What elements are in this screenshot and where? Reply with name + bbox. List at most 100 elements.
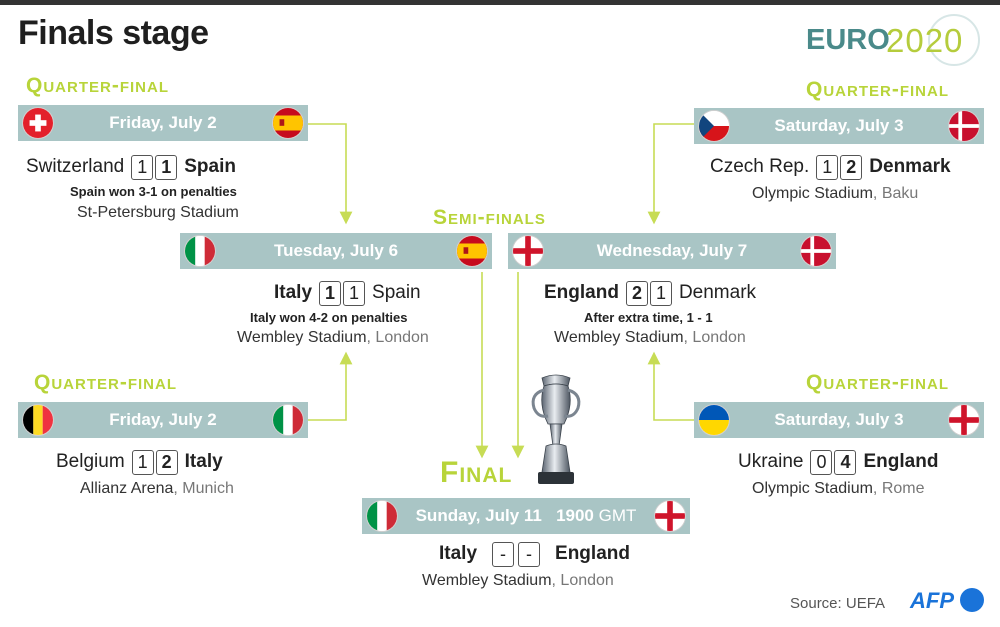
final-timezone: GMT [598, 506, 637, 525]
date-bar-qf2: Saturday, July 3 [694, 108, 984, 144]
italy-flag-icon [184, 235, 216, 267]
match-venue: Wembley Stadium, London [422, 572, 614, 590]
venue-city-sep: , [872, 480, 882, 497]
team-away: Denmark [869, 156, 951, 177]
ukraine-flag-icon [698, 404, 730, 436]
score-home: 1 [131, 449, 154, 475]
team-away: England [863, 451, 939, 472]
team-away: Spain [184, 156, 236, 177]
page-title: Finals stage [18, 14, 209, 52]
team-away: Italy [184, 451, 223, 472]
venue-stadium: St-Petersburg Stadium [77, 204, 239, 221]
venue-stadium: Olympic Stadium [752, 185, 873, 202]
czech-flag-icon [698, 110, 730, 142]
score-away: 4 [834, 449, 857, 475]
venue-city: London [375, 329, 429, 346]
venue-city-sep: , [872, 185, 882, 202]
stage-label-quarter-final: Quarter-final [806, 78, 949, 101]
venue-stadium: Allianz Arena [80, 480, 174, 497]
score-home: 0 [810, 449, 833, 475]
team-home: Switzerland [26, 156, 125, 177]
match-date: Wednesday, July 7 [596, 241, 748, 260]
match-date: Saturday, July 3 [774, 116, 904, 135]
team-away: Denmark [678, 282, 757, 303]
score-away: 1 [155, 154, 178, 180]
score-home: 2 [625, 280, 648, 306]
spain-flag-icon [456, 235, 488, 267]
venue-city: Rome [881, 480, 925, 497]
date-bar-qf4: Saturday, July 3 [694, 402, 984, 438]
italy-flag-icon [366, 500, 398, 532]
venue-stadium: Wembley Stadium [237, 329, 367, 346]
venue-stadium: Wembley Stadium [554, 329, 684, 346]
team-away: Spain [372, 282, 421, 303]
team-home: Italy [274, 282, 313, 303]
belgium-flag-icon [22, 404, 54, 436]
date-bar-final: Sunday, July 11 1900 GMT [362, 498, 690, 534]
score-home: 1 [131, 154, 154, 180]
team-away: England [555, 543, 630, 564]
match-venue: Wembley Stadium, London [237, 329, 429, 347]
score-away: 2 [155, 449, 178, 475]
score-away: 2 [840, 154, 863, 180]
venue-city: Baku [881, 185, 919, 202]
venue-city-sep: , [173, 480, 183, 497]
match-venue: Allianz Arena, Munich [80, 480, 234, 498]
stage-label-quarter-final: Quarter-final [806, 371, 949, 394]
trophy-icon [531, 374, 581, 484]
top-rule [0, 0, 1000, 5]
date-bar-sf1: Tuesday, July 6 [180, 233, 492, 269]
italy-flag-icon [272, 404, 304, 436]
team-home: Belgium [56, 451, 125, 472]
score-away: - [518, 541, 541, 567]
result-final: Italy--England [439, 540, 630, 568]
venue-city-sep: , [366, 329, 376, 346]
score-home: - [492, 541, 515, 567]
afp-logo: AFP [910, 588, 954, 613]
match-venue: Olympic Stadium, Baku [752, 185, 918, 203]
venue-city: Munich [182, 480, 234, 497]
score-home: 1 [319, 280, 342, 306]
england-flag-icon [512, 235, 544, 267]
match-note: After extra time, 1 - 1 [584, 310, 713, 325]
final-date: Sunday, July 11 [415, 506, 542, 525]
venue-city-sep: , [683, 329, 693, 346]
venue-city: London [692, 329, 746, 346]
denmark-flag-icon [948, 110, 980, 142]
date-bar-qf3: Friday, July 2 [18, 402, 308, 438]
final-time: 1900 [556, 506, 594, 525]
stage-label-quarter-final: Quarter-final [26, 74, 169, 97]
score-away: 1 [649, 280, 672, 306]
venue-city: London [560, 572, 614, 589]
match-date: Friday, July 2 [109, 410, 217, 429]
team-home: Czech Rep. [710, 156, 810, 177]
team-home: England [544, 282, 619, 303]
spain-flag-icon [272, 107, 304, 139]
match-date: Sunday, July 11 1900 GMT [362, 498, 690, 534]
england-flag-icon [948, 404, 980, 436]
match-venue: St-Petersburg Stadium [77, 204, 239, 222]
stage-label-semi-finals: Semi-finals [433, 206, 546, 229]
match-venue: Olympic Stadium, Rome [752, 480, 925, 498]
logo-year-text: 2020 [886, 22, 964, 59]
date-bar-sf2: Wednesday, July 7 [508, 233, 836, 269]
venue-stadium: Wembley Stadium [422, 572, 552, 589]
england-flag-icon [654, 500, 686, 532]
denmark-flag-icon [800, 235, 832, 267]
switzerland-flag-icon [22, 107, 54, 139]
stage-label-quarter-final: Quarter-final [34, 371, 177, 394]
team-home: Ukraine [738, 451, 804, 472]
logo-euro-text: EURO [806, 24, 890, 56]
venue-stadium: Olympic Stadium [752, 480, 873, 497]
match-date: Tuesday, July 6 [273, 241, 399, 260]
score-away: 1 [343, 280, 366, 306]
match-date: Saturday, July 3 [774, 410, 904, 429]
venue-city-sep: , [551, 572, 561, 589]
stage-label-final: Final [440, 456, 513, 489]
